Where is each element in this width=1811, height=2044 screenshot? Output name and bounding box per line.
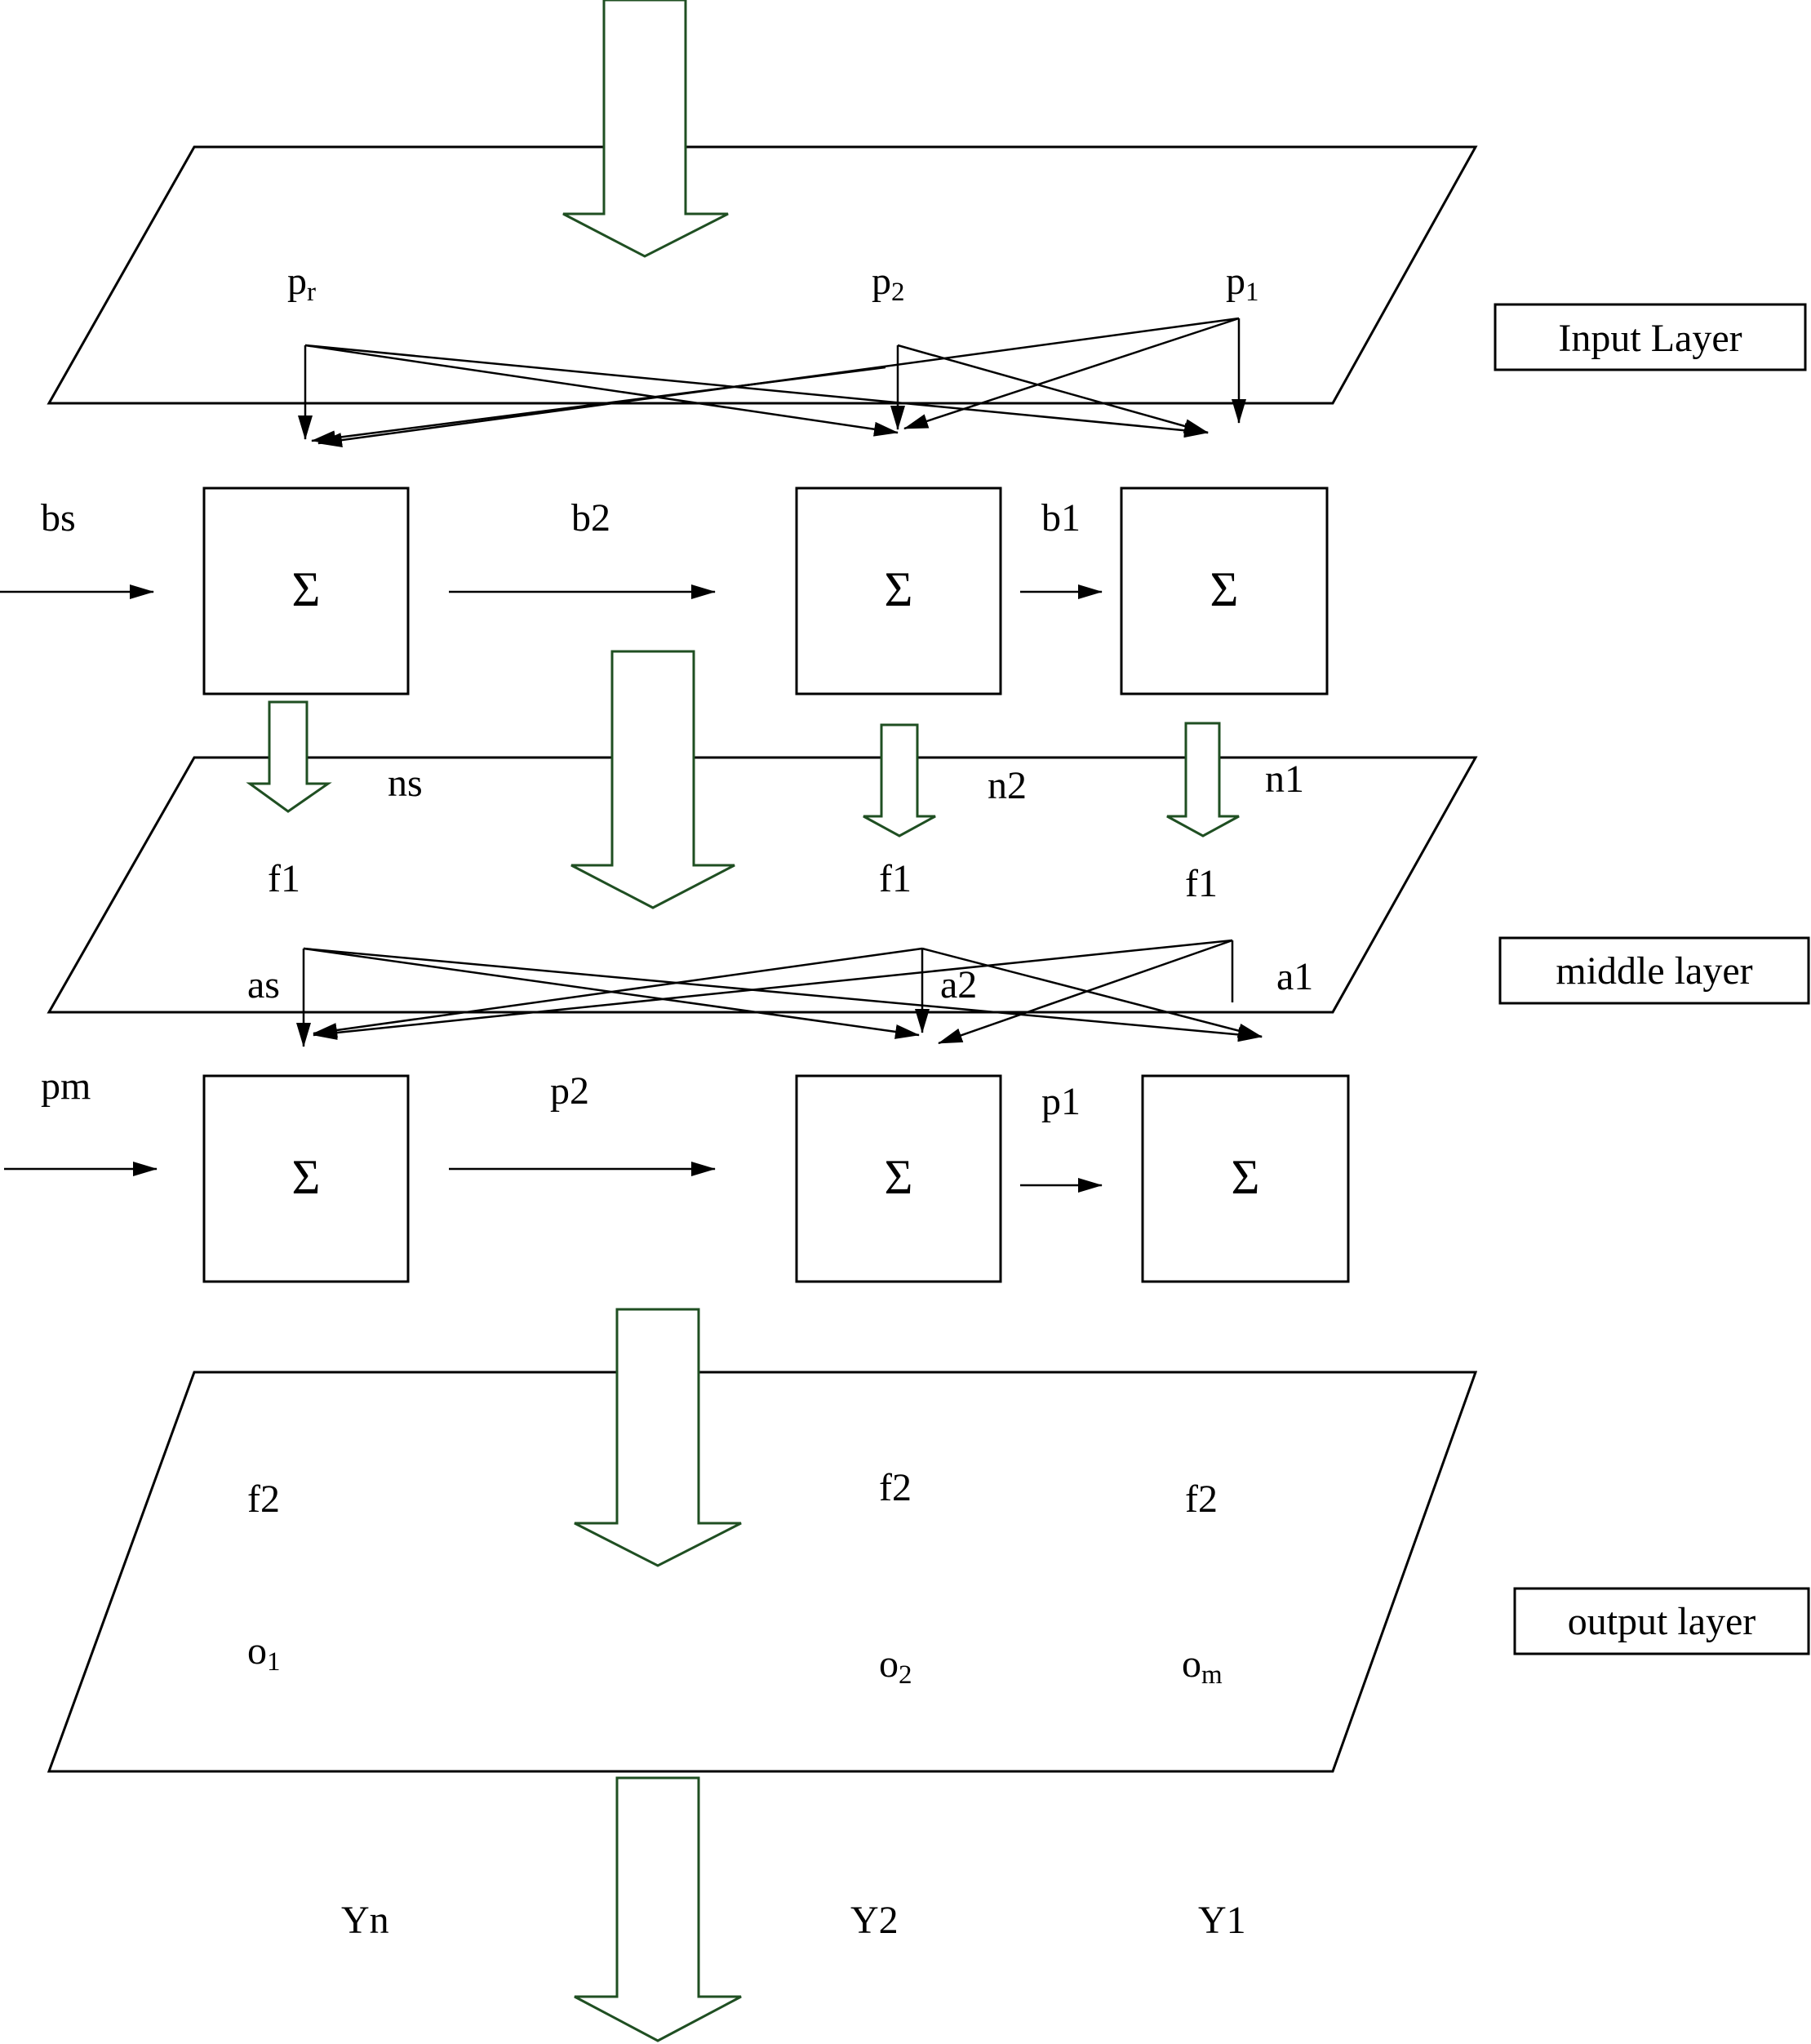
input-connections — [298, 317, 1246, 448]
bias-label-p1: p1 — [1041, 1080, 1081, 1123]
flow-arrow-into-middle — [570, 650, 735, 909]
sum-node-s — [202, 487, 410, 695]
middle-layer-legend-box — [1498, 936, 1810, 1005]
transfer-label-f2: f2 — [1185, 1477, 1218, 1521]
output-yn: Yn — [341, 1899, 389, 1942]
bias-label-p2: p2 — [550, 1069, 589, 1113]
sigma-label: Σ — [1232, 1150, 1260, 1204]
output-node-o2: o2 — [879, 1642, 912, 1690]
input-layer-plane — [47, 145, 1478, 405]
transfer-label-f2: f2 — [879, 1466, 912, 1509]
bias-label-b2: b2 — [571, 496, 610, 540]
input-node-p1: p1 — [1226, 260, 1259, 307]
transfer-label-f1: f1 — [879, 857, 912, 900]
flow-arrow-f1-s — [246, 700, 332, 813]
flow-arrow-out — [574, 1776, 742, 2042]
output-layer-legend-box — [1513, 1587, 1810, 1655]
output-node-om: om — [1182, 1642, 1223, 1690]
sigma-label: Σ — [292, 1150, 321, 1204]
output-layer-legend: output layer — [1568, 1600, 1756, 1643]
sum-node-2 — [795, 487, 1002, 695]
bias-label-bs: bs — [41, 496, 76, 540]
middle-node-a2: a2 — [940, 963, 977, 1006]
output-node-o1: o1 — [247, 1629, 281, 1677]
output-y1: Y1 — [1198, 1899, 1246, 1942]
bias-label-pm: pm — [41, 1064, 91, 1108]
sigma-label: Σ — [1210, 562, 1239, 616]
sigma-label: Σ — [292, 562, 321, 616]
middle-layer-legend: middle layer — [1556, 949, 1752, 993]
input-layer-legend-box — [1494, 303, 1807, 371]
sum-node-out-1 — [1141, 1074, 1350, 1283]
sigma-label: Σ — [885, 1150, 913, 1204]
input-layer-legend: Input Layer — [1558, 317, 1742, 360]
sum-node-1 — [1120, 487, 1329, 695]
net-label-n2: n2 — [988, 764, 1027, 807]
input-node-pr: pr — [287, 260, 316, 307]
flow-arrow-into-output — [574, 1308, 742, 1567]
transfer-label-f2: f2 — [247, 1477, 280, 1521]
output-y2: Y2 — [850, 1899, 899, 1942]
sum-node-out-2 — [795, 1074, 1002, 1283]
transfer-label-f1: f1 — [1185, 862, 1218, 905]
input-node-p2: p2 — [872, 260, 905, 307]
sum-node-m — [202, 1074, 410, 1283]
sigma-label: Σ — [885, 562, 913, 616]
middle-layer-plane — [47, 756, 1478, 1014]
middle-node-a1: a1 — [1276, 955, 1313, 998]
net-label-n1: n1 — [1265, 758, 1304, 801]
flow-arrow-into-input — [562, 0, 729, 258]
bias-label-b1: b1 — [1041, 496, 1081, 540]
output-layer-plane — [47, 1371, 1478, 1773]
net-label-ns: ns — [388, 762, 423, 805]
transfer-label-f1: f1 — [268, 857, 300, 900]
middle-node-as: as — [247, 963, 280, 1006]
flow-arrow-f1-1 — [1166, 722, 1240, 838]
middle-connections — [296, 939, 1263, 1047]
flow-arrow-f1-2 — [863, 723, 936, 838]
